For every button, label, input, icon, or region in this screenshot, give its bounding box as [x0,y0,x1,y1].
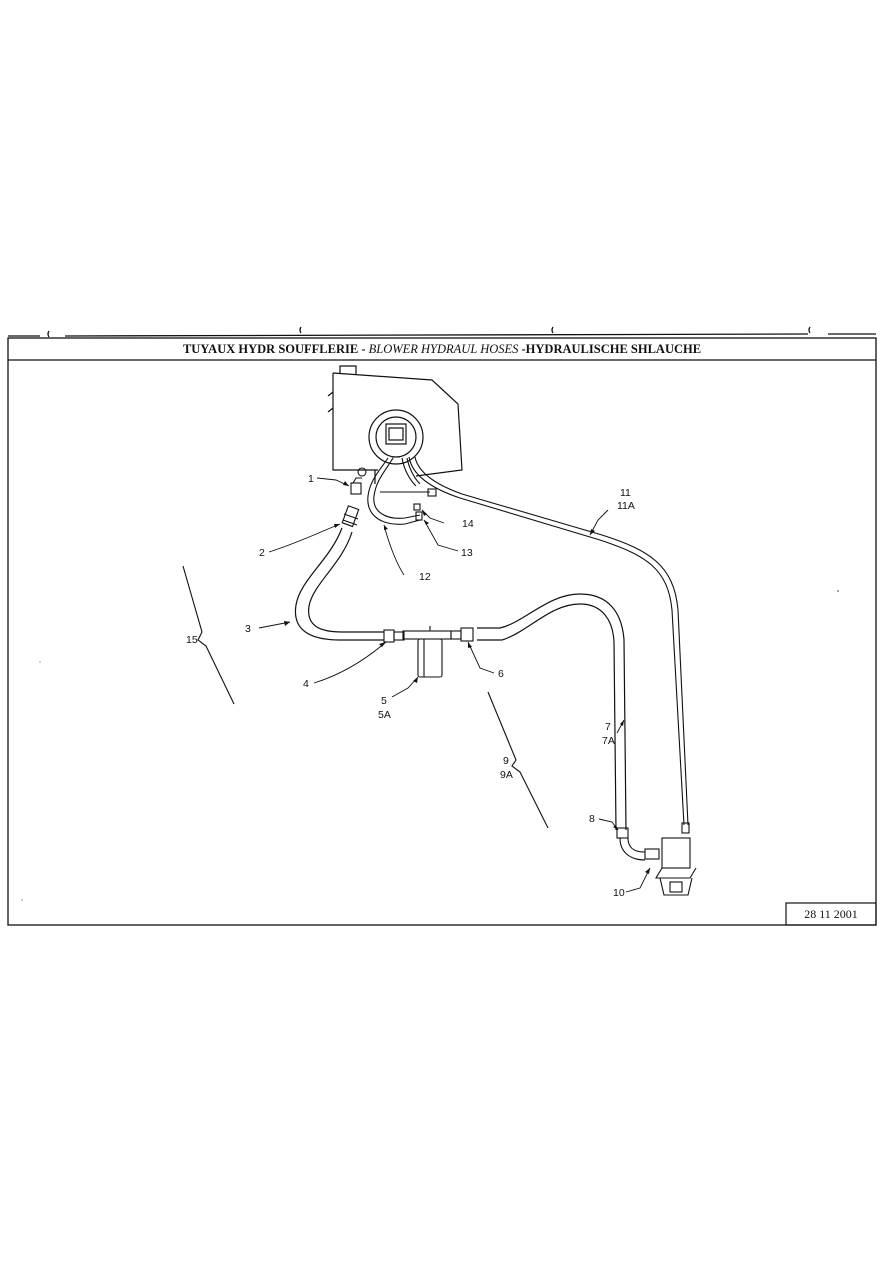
fitting-8 [616,827,646,861]
pump-10 [644,837,697,896]
bracket-9 [487,691,549,829]
fitting-6 [450,627,474,642]
callout-12: 12 [419,571,431,583]
title-english: BLOWER HYDRAUL HOSES [368,342,519,356]
speck [21,899,23,901]
drawing-title: TUYAUX HYDR SOUFFLERIE - BLOWER HYDRAUL … [8,338,876,360]
callout-5a: 5A [378,709,391,721]
speck [39,661,41,663]
title-german: -HYDRAULISCHE SHLAUCHE [518,342,702,356]
fitting-1 [350,467,367,495]
callout-2: 2 [259,547,265,559]
hose-12 [367,457,437,525]
callout-11a: 11A [617,500,635,512]
filter-5 [402,626,452,678]
callout-4: 4 [303,678,309,690]
callout-3: 3 [245,623,251,635]
callout-9: 9 [503,755,509,767]
leader-lines [258,477,651,893]
callout-5: 5 [381,695,387,707]
hose-3 [294,527,384,641]
callout-9a: 9A [500,769,513,781]
drawing-frame [7,337,877,926]
speck [837,590,839,592]
callout-10: 10 [613,887,625,899]
callout-13: 13 [461,547,473,559]
fitting-2 [341,505,360,528]
callout-1: 1 [308,473,314,485]
hose-11 [408,456,690,834]
date-box [785,902,877,926]
callout-7a: 7A [602,735,615,747]
callout-6: 6 [498,668,504,680]
callout-11: 11 [620,487,631,499]
callout-7: 7 [605,721,611,733]
fitting-4 [383,629,405,643]
callout-8: 8 [589,813,595,825]
blower-housing [327,365,463,484]
leader-arrowheads [284,481,650,874]
bracket-15 [182,565,235,705]
drawing-date: 28 11 2001 [804,907,858,921]
callout-15: 15 [186,634,198,646]
top-border-line [8,326,876,338]
title-french: TUYAUX HYDR SOUFFLERIE - [182,342,369,356]
callout-14: 14 [462,518,474,530]
hose-7 [477,593,627,831]
